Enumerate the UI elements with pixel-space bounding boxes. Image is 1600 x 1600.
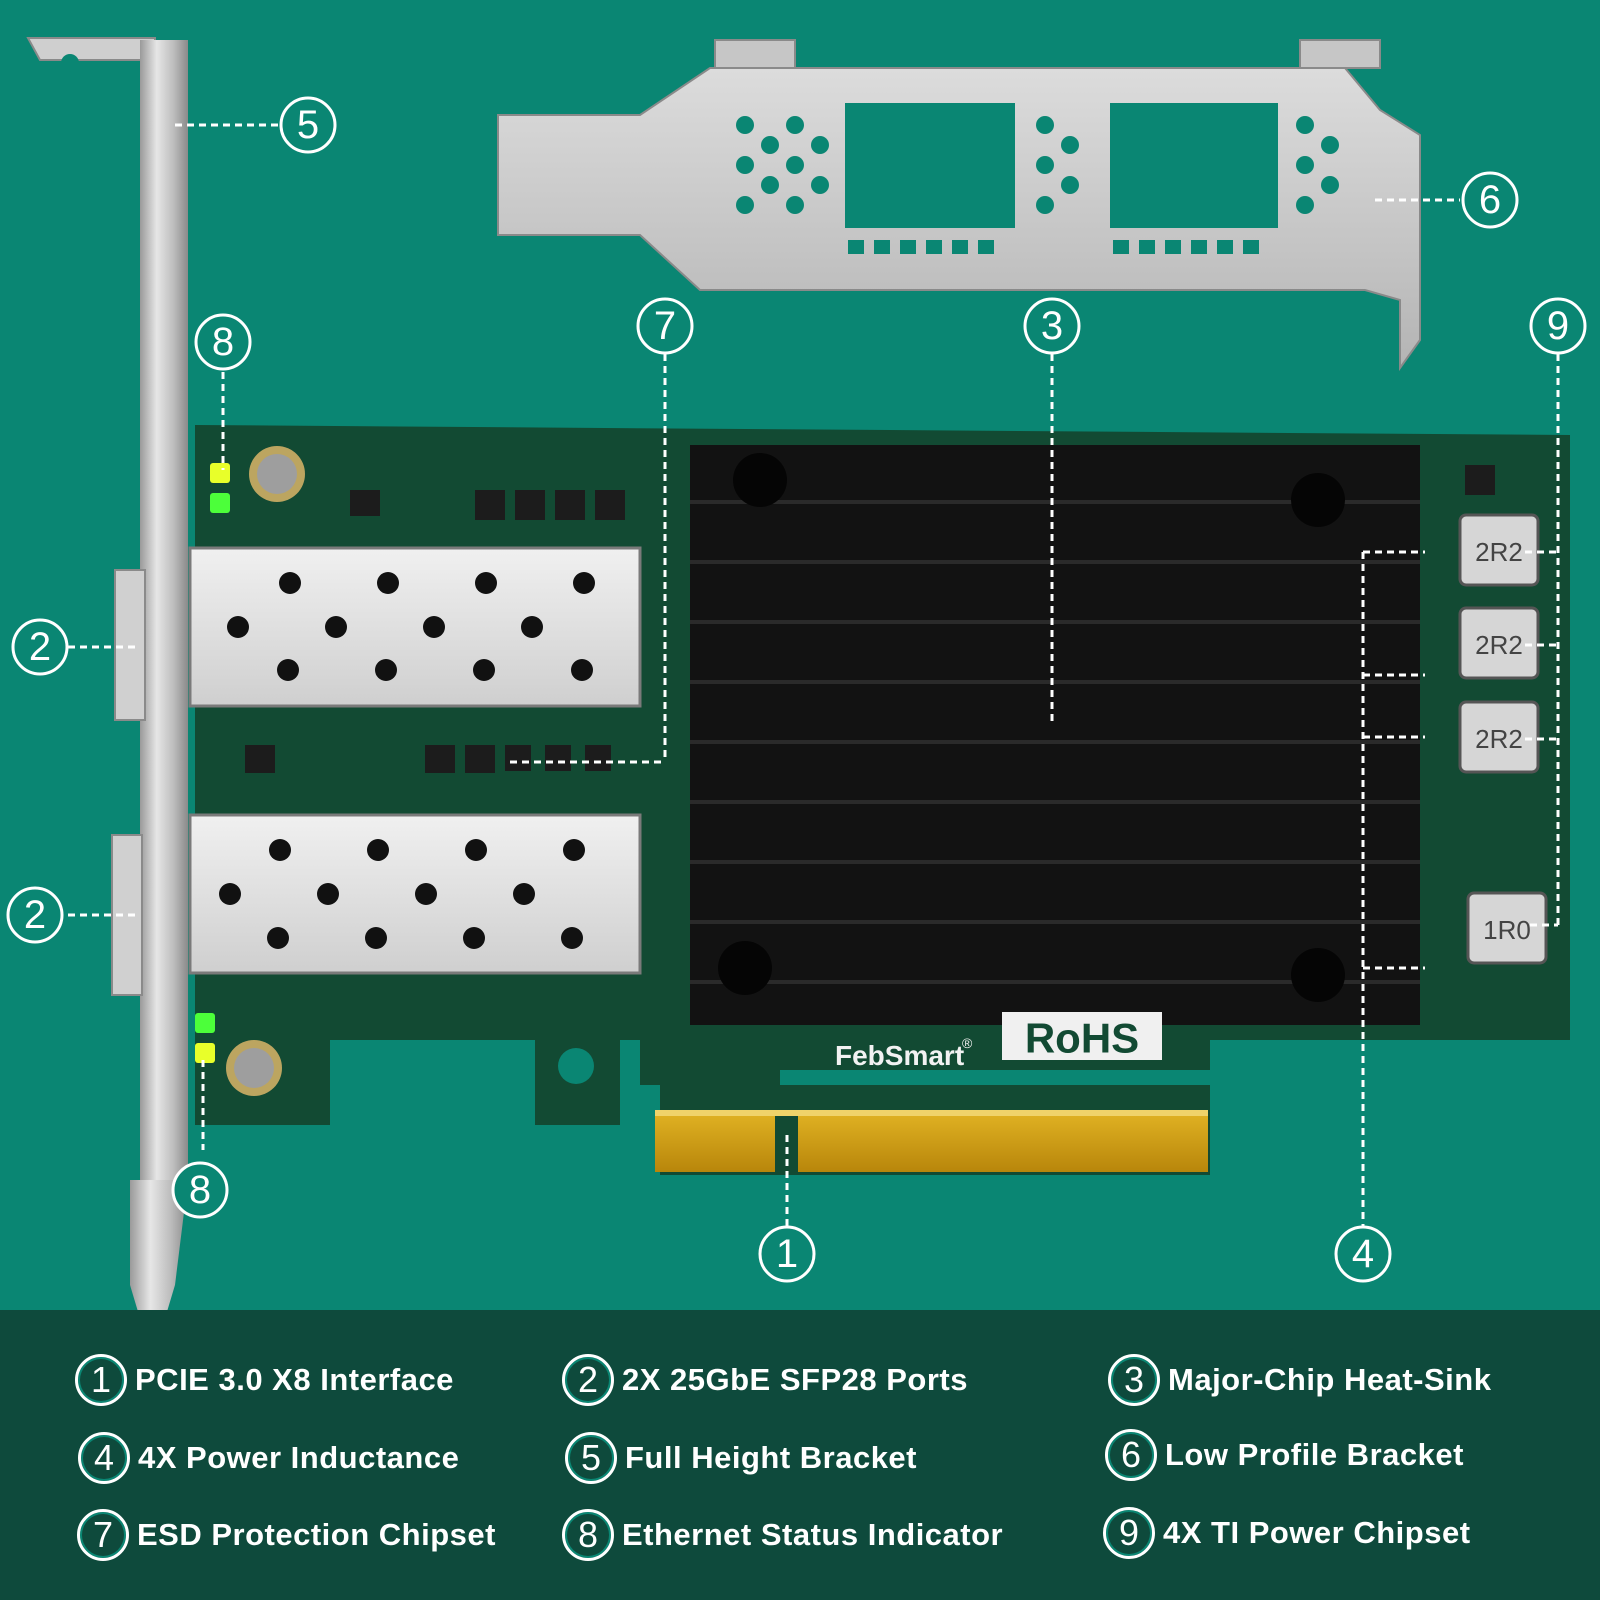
legend-item: 5 Full Height Bracket xyxy=(565,1428,917,1488)
callout-number: 6 xyxy=(1479,178,1501,222)
callout-number: 7 xyxy=(654,304,676,348)
callout-number: 2 xyxy=(29,625,51,669)
full-height-bracket xyxy=(26,37,188,1335)
legend-item: 9 4X TI Power Chipset xyxy=(1103,1503,1471,1563)
callout-number: 9 xyxy=(1547,304,1569,348)
inductor-label: 1R0 xyxy=(1483,915,1531,945)
callout-leaders xyxy=(68,123,1560,1228)
callout-number: 8 xyxy=(212,320,234,364)
legend-label: Major-Chip Heat-Sink xyxy=(1168,1362,1492,1397)
callout-number: 4 xyxy=(1352,1232,1374,1276)
callout-number: 3 xyxy=(1041,304,1063,348)
inductor-label: 2R2 xyxy=(1475,630,1523,660)
legend-item: 4 4X Power Inductance xyxy=(78,1428,459,1488)
legend-number: 4 xyxy=(78,1432,130,1484)
callout-number: 8 xyxy=(189,1168,211,1212)
callout-number: 1 xyxy=(776,1232,798,1276)
rohs-plate xyxy=(1002,1012,1162,1060)
inductor-label: 2R2 xyxy=(1475,537,1523,567)
legend-label: ESD Protection Chipset xyxy=(137,1517,496,1552)
legend-number: 5 xyxy=(565,1432,617,1484)
legend-item: 1 PCIE 3.0 X8 Interface xyxy=(75,1350,454,1410)
legend-label: Ethernet Status Indicator xyxy=(622,1517,1004,1552)
legend-item: 8 Ethernet Status Indicator xyxy=(562,1505,1003,1565)
callout-number: 5 xyxy=(297,103,319,147)
legend-item: 2 2X 25GbE SFP28 Ports xyxy=(562,1350,968,1410)
low-profile-bracket xyxy=(497,39,1421,372)
legend-number: 2 xyxy=(562,1354,614,1406)
pcie-gold-contacts xyxy=(655,1110,1208,1172)
legend-number: 8 xyxy=(562,1509,614,1561)
legend-number: 9 xyxy=(1103,1507,1155,1559)
legend-item: 3 Major-Chip Heat-Sink xyxy=(1108,1350,1491,1410)
pcb-mount-hole xyxy=(558,1048,594,1084)
brand-label: FebSmart xyxy=(835,1040,964,1071)
legend-item: 6 Low Profile Bracket xyxy=(1105,1425,1464,1485)
inductor-label: 2R2 xyxy=(1475,724,1523,754)
callout-circles xyxy=(6,96,1587,1283)
legend-label: PCIE 3.0 X8 Interface xyxy=(135,1362,454,1397)
legend-number: 1 xyxy=(75,1354,127,1406)
legend-label: 4X TI Power Chipset xyxy=(1163,1515,1471,1550)
feature-legend: 1 PCIE 3.0 X8 Interface 2 2X 25GbE SFP28… xyxy=(0,1310,1600,1600)
sfp-port-upper xyxy=(188,546,642,708)
legend-number: 7 xyxy=(77,1509,129,1561)
mount-screws xyxy=(226,446,305,1096)
heatsink xyxy=(690,445,1420,1025)
legend-item: 7 ESD Protection Chipset xyxy=(77,1505,496,1565)
legend-number: 6 xyxy=(1105,1429,1157,1481)
callout-number: 2 xyxy=(24,893,46,937)
status-leds xyxy=(195,463,230,1063)
sfp-port-lower xyxy=(188,813,642,975)
power-inductors: 2R2 2R2 2R2 1R0 xyxy=(1458,513,1548,965)
legend-label: 4X Power Inductance xyxy=(138,1440,460,1475)
rohs-label: RoHS xyxy=(1025,1015,1139,1062)
smd-components xyxy=(245,465,1495,773)
legend-number: 3 xyxy=(1108,1354,1160,1406)
brand-mark: ® xyxy=(962,1035,973,1051)
legend-label: Low Profile Bracket xyxy=(1165,1437,1464,1472)
legend-label: Full Height Bracket xyxy=(625,1440,917,1475)
legend-label: 2X 25GbE SFP28 Ports xyxy=(622,1362,968,1397)
